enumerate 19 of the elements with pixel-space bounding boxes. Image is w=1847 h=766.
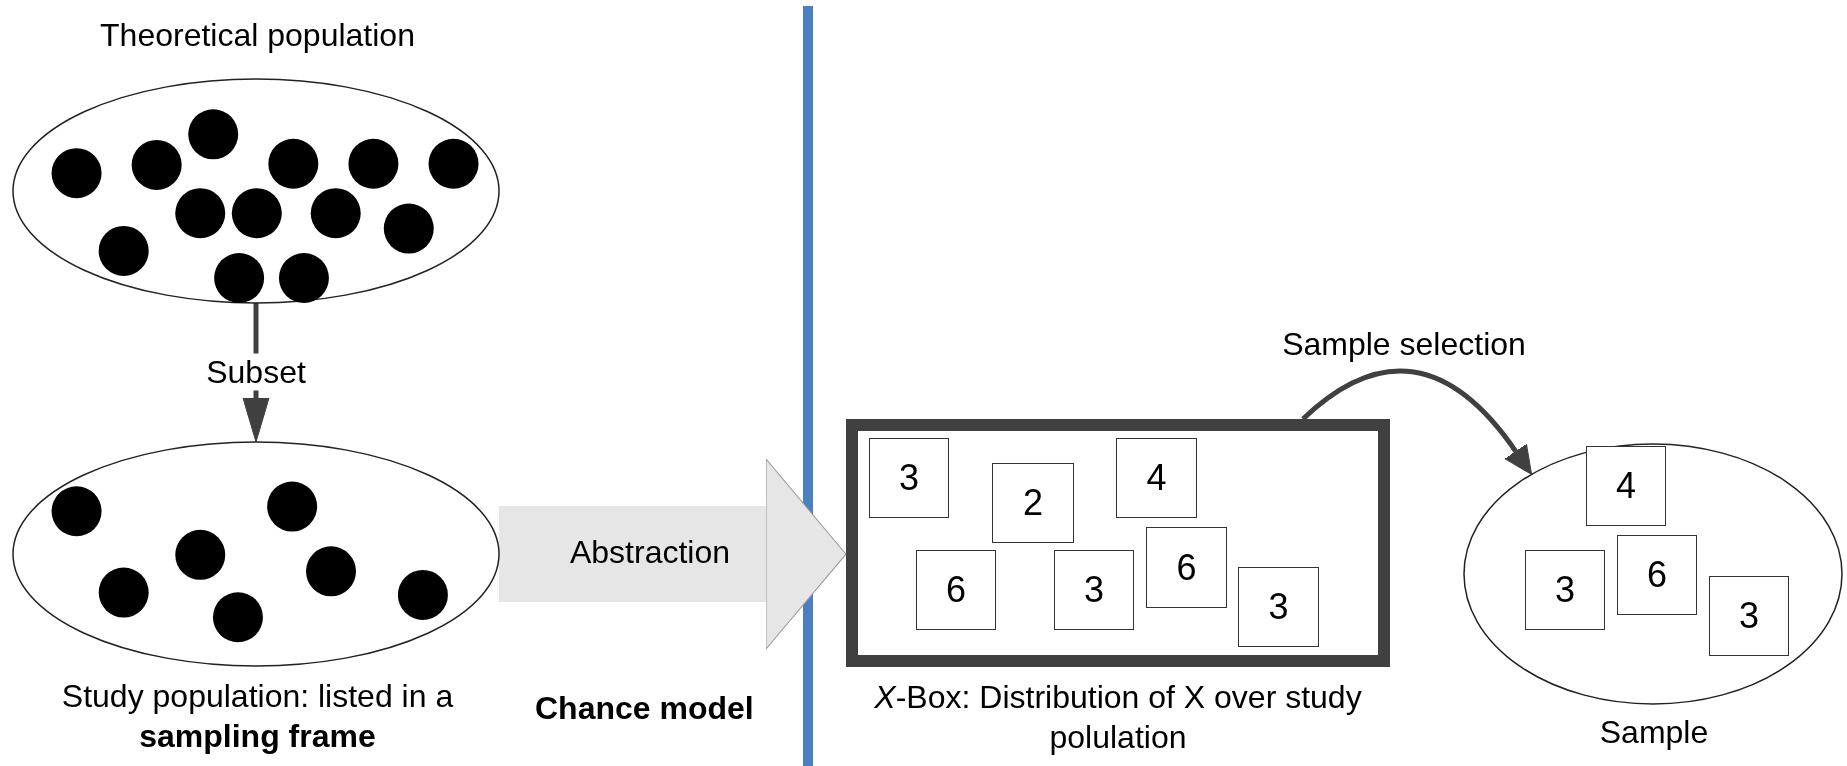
number-card: 2 [992, 463, 1074, 543]
number-card: 4 [1586, 446, 1666, 526]
block-arrow [499, 458, 847, 650]
number-card: 3 [1054, 550, 1134, 630]
node-title: Study population: listed in a sampling frame [60, 677, 455, 756]
number-card: 3 [869, 438, 949, 518]
model-label: Chance model [535, 690, 754, 727]
number-card: 3 [1525, 550, 1605, 630]
node-title: Theoretical population [99, 16, 416, 55]
arrow [1301, 368, 1533, 475]
number-card: 4 [1116, 438, 1197, 518]
number-card: 6 [1617, 535, 1697, 615]
node-title: Sample [1598, 713, 1710, 752]
node-title: X-Box: Distribution of X over study polulation [873, 678, 1363, 757]
number-card: 6 [1146, 527, 1227, 608]
number-card: 3 [1709, 576, 1789, 656]
number-card: 6 [916, 550, 996, 630]
arrow [242, 303, 270, 443]
number-card: 3 [1238, 567, 1319, 647]
